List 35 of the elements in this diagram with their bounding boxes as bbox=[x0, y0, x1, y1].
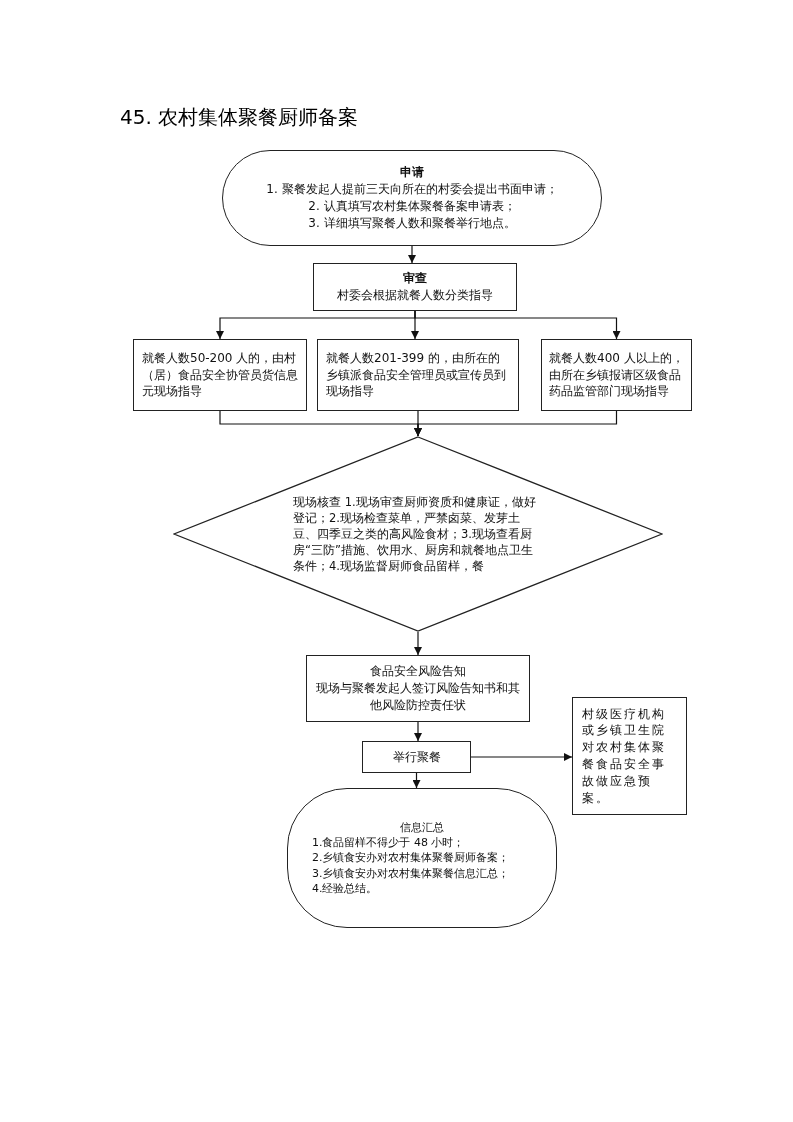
body-text: 就餐人数201-399 的，由所在的乡镇派食品安全管理员或宣传员到现场指导 bbox=[326, 349, 507, 401]
body-text: 3.乡镇食安办对农村集体聚餐信息汇总； bbox=[312, 865, 511, 882]
body-text: 3. 详细填写聚餐人数和聚餐举行地点。 bbox=[308, 214, 516, 232]
body-text: 1. 聚餐发起人提前三天向所在的村委会提出书面申请； bbox=[266, 181, 558, 198]
process-box bbox=[313, 263, 517, 311]
heading-text: 审查 bbox=[403, 270, 427, 287]
body-text: 2.乡镇食安办对农村集体聚餐厨师备案； bbox=[312, 850, 511, 866]
process-box bbox=[541, 339, 692, 411]
body-text: 就餐人数50-200 人的，由村（居）食品安全协管员货信息元现场指导 bbox=[142, 349, 298, 401]
process-box bbox=[133, 339, 307, 411]
arrow bbox=[414, 721, 422, 742]
arrow bbox=[414, 410, 618, 437]
arrow bbox=[414, 631, 422, 656]
body-text: 1.食品留样不得少于 48 小时； bbox=[312, 834, 466, 851]
decision-diamond bbox=[173, 436, 663, 632]
arrow bbox=[414, 310, 621, 340]
heading-text: 申请 bbox=[400, 164, 424, 182]
body-text: 2. 认真填写农村集体聚餐备案申请表； bbox=[308, 198, 516, 215]
body-text: 4.经验总结。 bbox=[312, 881, 379, 897]
body-text: 现场核查 1.现场审查厨师资质和健康证，做好登记；2.现场检查菜单，严禁卤菜、发芽土豆、四季豆之类的高风险食材；3.现场查看厨房“三防”措施、饮用水、厨房和就餐地点卫生条件；4.现场监督厨师食品留样，餐 bbox=[293, 493, 537, 575]
body-text: 村委会根据就餐人数分类指导 bbox=[337, 287, 493, 304]
diagram-title: 45. 农村集体聚餐厨师备案 bbox=[120, 104, 359, 131]
arrow bbox=[470, 753, 573, 761]
process-box bbox=[317, 339, 519, 411]
heading-text: 信息汇总 bbox=[399, 819, 445, 835]
arrow bbox=[412, 772, 421, 789]
body-text: 村级医疗机构或乡镇卫生院对农村集体聚餐食品安全事故做应急预案。 bbox=[582, 705, 667, 807]
process-box bbox=[362, 741, 471, 773]
arrow bbox=[408, 245, 416, 264]
process-box bbox=[306, 655, 530, 722]
note-box bbox=[572, 697, 687, 815]
body-text: 就餐人数400 人以上的，由所在乡镇报请区级食品药品监管部门现场指导 bbox=[549, 349, 684, 401]
body-text: 举行聚餐 bbox=[392, 748, 441, 766]
heading-text: 食品安全风险告知 bbox=[370, 663, 466, 681]
body-text: 现场与聚餐发起人签订风险告知书和其他风险防控责任状 bbox=[315, 680, 521, 714]
